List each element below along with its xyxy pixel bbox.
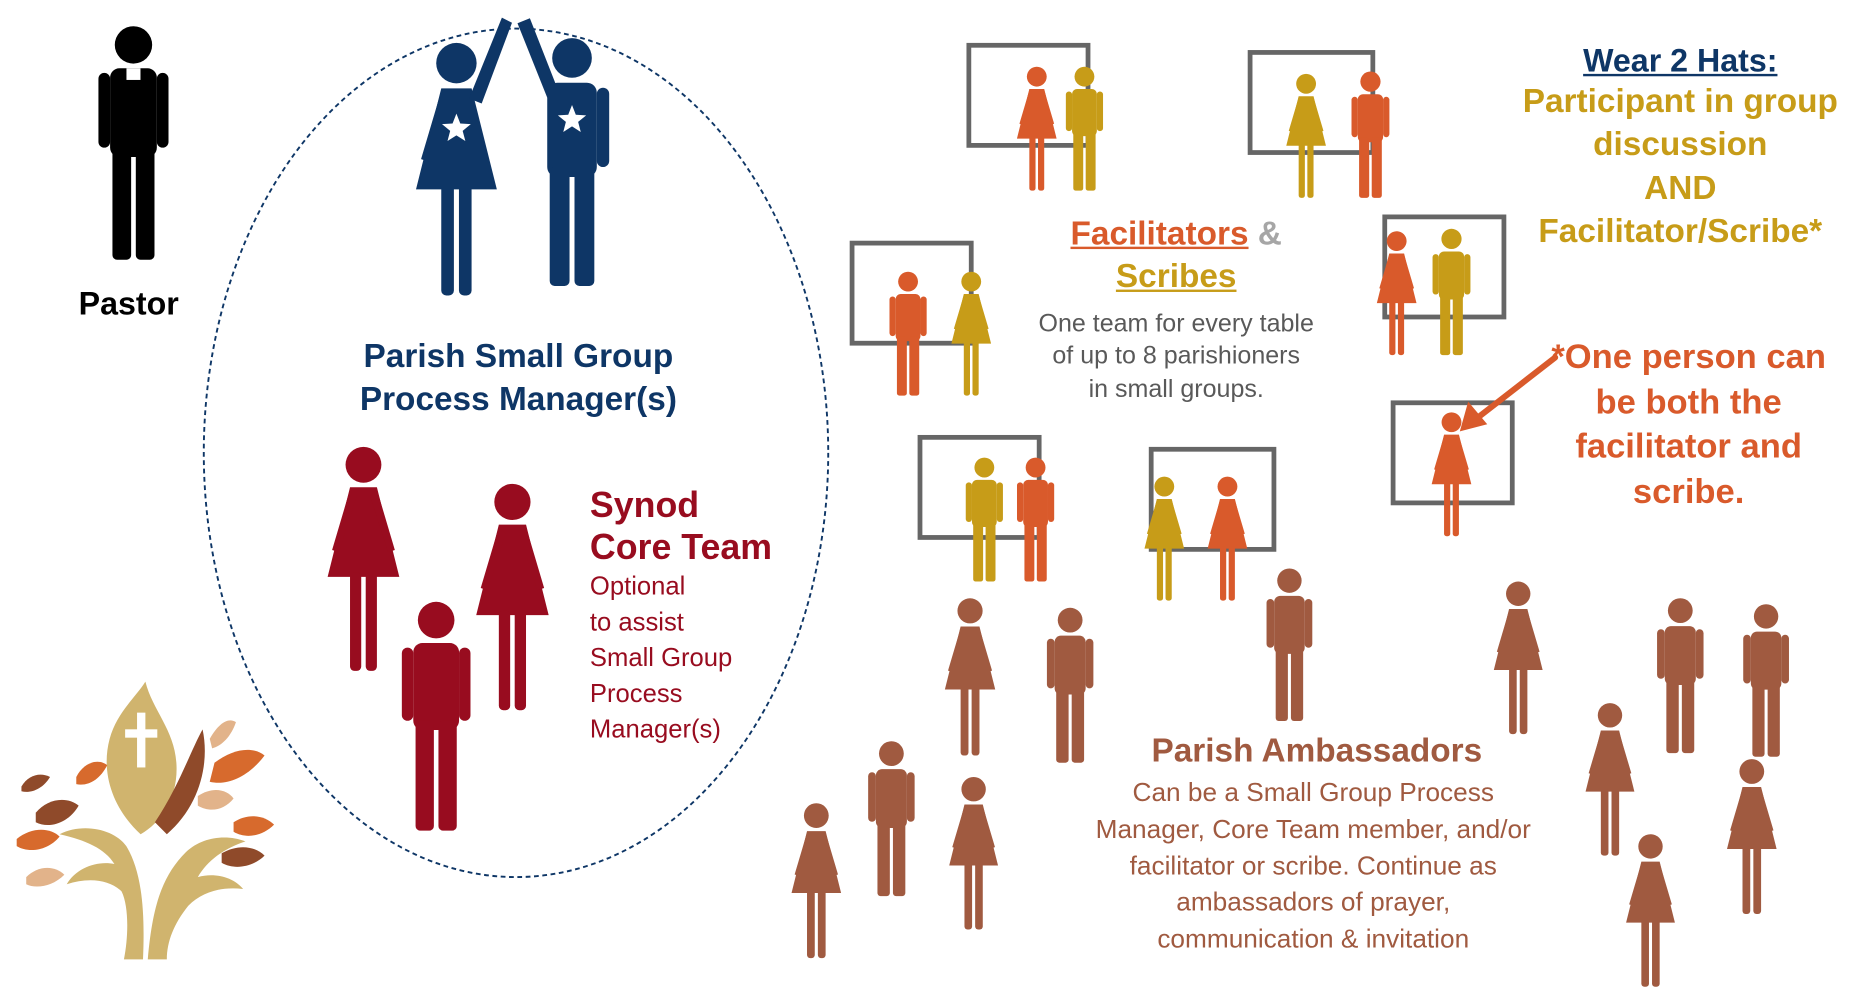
facilitators-desc-line-1: One team for every table <box>1038 309 1314 338</box>
hats-note-line-1: Participant in group <box>1522 82 1838 120</box>
people-figures <box>98 17 1789 987</box>
ambassadors-desc-line-2: Manager, Core Team member, and/or <box>1095 813 1531 844</box>
ambassador-figure-2 <box>1046 607 1094 763</box>
ambassador-figure-4 <box>1493 581 1543 735</box>
table-2-facilitator <box>1351 71 1390 198</box>
ambassadors-desc-line-3: facilitator or scribe. Continue as <box>1129 850 1497 881</box>
one-person-note-line-4: scribe. <box>1632 473 1745 512</box>
manager-figure-man <box>517 18 610 287</box>
managers-label: Parish Small Group Process Manager(s) <box>340 337 698 418</box>
ambassador-figure-1 <box>944 598 996 756</box>
ambassador-figure-10 <box>1585 703 1635 856</box>
ambassadors-desc-line-1: Can be a Small Group Process <box>1132 776 1494 807</box>
facilitators-desc-line-2: of up to 8 parishioners <box>1052 342 1301 370</box>
table-frame-7 <box>1148 446 1277 552</box>
ambassador-figure-3 <box>1266 568 1313 721</box>
managers-label-line1: Parish Small Group <box>363 337 674 375</box>
tree-cross-logo-icon <box>16 681 275 960</box>
ambassadors-desc-line-5: communication & invitation <box>1157 923 1470 954</box>
core-team-desc-line-1: Optional <box>589 572 686 601</box>
table-2-scribe <box>1286 73 1326 198</box>
core-team-title-line1: Synod <box>589 486 700 526</box>
table-4-facilitator <box>1376 231 1417 356</box>
table-4-scribe <box>1432 228 1471 356</box>
table-6-scribe <box>965 457 1003 582</box>
core-team-figure-1 <box>327 446 400 671</box>
table-7-scribe <box>1144 476 1185 601</box>
table-7-facilitator <box>1207 476 1248 601</box>
facilitators-title-part2: Scribes <box>1115 257 1237 295</box>
table-3-scribe <box>951 271 992 396</box>
hats-note-line-3: AND <box>1644 169 1717 206</box>
facilitators-title-amp: & <box>1257 214 1282 252</box>
one-person-note-line-2: be both the <box>1595 383 1782 422</box>
core-team-figure-3 <box>401 601 471 831</box>
one-person-note: *One person can be both the facilitator an… <box>1516 336 1862 516</box>
table-1-scribe <box>1065 66 1104 191</box>
manager-figure-woman <box>415 17 513 296</box>
hats-note: Wear 2 Hats: Participant in group discuss… <box>1496 43 1865 253</box>
table-6-facilitator <box>1016 457 1055 582</box>
ambassador-figure-6 <box>1743 604 1789 757</box>
ambassador-figure-7 <box>868 741 915 897</box>
facilitators-title: Facilitators & Scribes <box>1015 215 1337 296</box>
table-frame-5 <box>1390 400 1515 506</box>
ambassador-figure-5 <box>1657 598 1704 754</box>
ambassadors-desc-line-4: ambassadors of prayer, <box>1176 887 1451 917</box>
ambassador-figure-9 <box>791 803 842 959</box>
core-team-desc-line-4: Process <box>589 679 683 709</box>
ambassador-figure-11 <box>1727 759 1777 915</box>
facilitators-title-part1: Facilitators <box>1070 214 1249 252</box>
hats-note-line-4: Facilitator/Scribe* <box>1538 212 1823 250</box>
facilitators-desc-line-3: in small groups. <box>1088 374 1264 403</box>
ambassadors-title: Parish Ambassadors <box>1151 731 1483 769</box>
table-3-facilitator <box>889 271 927 396</box>
one-person-note-line-1: *One person can <box>1551 338 1826 377</box>
table-1-facilitator <box>1016 66 1057 191</box>
management-group-ellipse <box>202 27 830 879</box>
core-team-desc-line-5: Manager(s) <box>589 715 721 745</box>
core-team-desc-line-3: Small Group <box>589 643 733 673</box>
arrow-icon <box>1459 354 1559 432</box>
pastor-label: Pastor <box>78 286 179 322</box>
core-team-desc-line-2: to assist <box>589 607 684 637</box>
one-person-note-line-3: facilitator and <box>1575 428 1802 467</box>
core-team-title-line2: Core Team <box>589 527 773 567</box>
ambassador-figure-12 <box>1626 834 1675 987</box>
ambassador-figure-8 <box>949 776 999 930</box>
table-5-single-person <box>1431 412 1472 537</box>
pastor-figure <box>98 26 169 260</box>
facilitators-desc: One team for every table of up to 8 paris… <box>1003 307 1349 405</box>
core-team-figure-2 <box>476 483 549 711</box>
managers-label-line2: Process Manager(s) <box>359 380 677 418</box>
hats-note-title: Wear 2 Hats: <box>1583 42 1778 79</box>
hats-note-line-2: discussion <box>1593 125 1768 163</box>
